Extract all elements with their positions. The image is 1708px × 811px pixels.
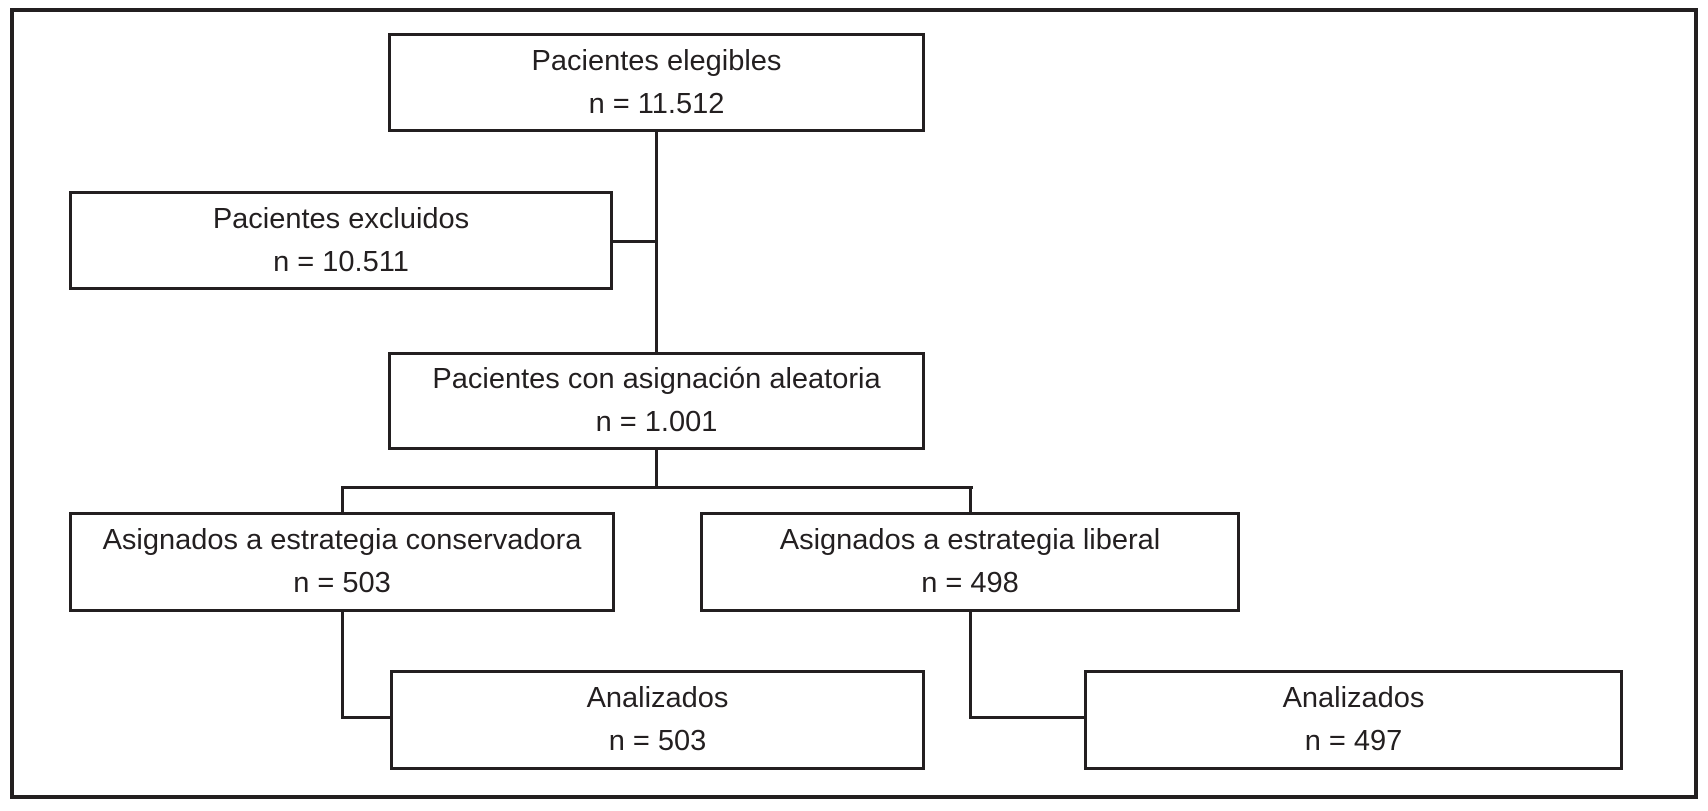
connector-drop-conservative [341,486,344,512]
node-count: n = 497 [1304,725,1403,757]
connector-branch-horizontal [341,486,973,489]
node-label: Asignados a estrategia conservadora [102,524,582,556]
connector-liberal-to-analyzed-horizontal [969,716,1087,719]
node-liberal-strategy: Asignados a estrategia liberal n = 498 [700,512,1240,612]
node-count: n = 11.512 [588,87,725,120]
node-label: Analizados [1282,682,1425,714]
node-randomized-patients: Pacientes con asignación aleatoria n = 1… [388,352,925,450]
node-label: Pacientes con asignación aleatoria [432,363,881,395]
node-label: Analizados [586,682,729,714]
node-label: Pacientes excluidos [212,202,470,235]
node-label: Asignados a estrategia liberal [779,524,1161,556]
node-excluded-patients: Pacientes excluidos n = 10.511 [69,191,613,290]
connector-conservative-to-analyzed-horizontal [341,716,393,719]
node-count: n = 10.511 [273,245,409,278]
node-conservative-strategy: Asignados a estrategia conservadora n = … [69,512,615,612]
connector-drop-liberal [969,486,972,512]
node-eligible-patients: Pacientes elegibles n = 11.512 [388,33,925,132]
connector-randomized-down [655,450,658,489]
connector-liberal-to-analyzed-vertical [969,612,972,719]
node-count: n = 503 [608,725,707,757]
node-count: n = 498 [921,567,1019,599]
node-count: n = 503 [293,567,391,599]
connector-excluded-branch [613,240,657,243]
connector-conservative-to-analyzed-vertical [341,612,344,719]
node-analyzed-conservative: Analizados n = 503 [390,670,925,770]
diagram-border [10,8,1698,799]
node-label: Pacientes elegibles [531,44,782,77]
node-count: n = 1.001 [595,406,718,438]
node-analyzed-liberal: Analizados n = 497 [1084,670,1623,770]
